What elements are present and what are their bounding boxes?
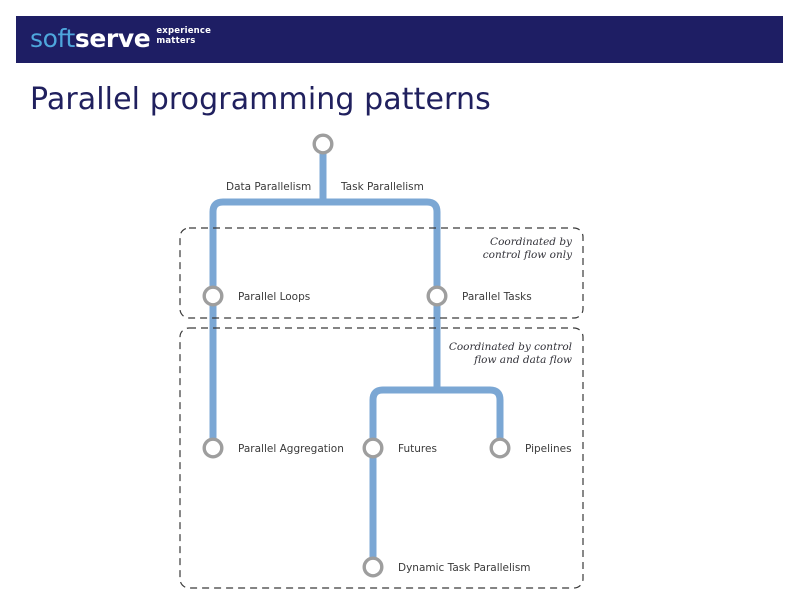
group-caption-control-flow-only-group: Coordinated by control flow only	[482, 236, 572, 261]
parallel-tasks-node[interactable]	[426, 285, 448, 307]
parallel-loops-node[interactable]	[202, 285, 224, 307]
control-flow-only-group	[179, 227, 584, 319]
futures-node[interactable]	[362, 437, 384, 459]
pipelines-node-ring	[489, 437, 511, 459]
node-label-futures: Futures	[398, 443, 437, 455]
dynamic-task-parallelism-node-ring	[362, 556, 384, 578]
edge-label-data-parallelism: Data Parallelism	[226, 181, 312, 193]
root-node[interactable]	[312, 133, 334, 155]
parallel-aggregation-node[interactable]	[202, 437, 224, 459]
header-banner: soft serve experience matters	[16, 16, 783, 63]
node-label-dynamic-task-parallelism: Dynamic Task Parallelism	[398, 562, 531, 574]
page-title: Parallel programming patterns	[30, 82, 491, 117]
dynamic-task-parallelism-node[interactable]	[362, 556, 384, 578]
node-label-parallel-aggregation: Parallel Aggregation	[238, 443, 344, 455]
connector-tasks-split	[369, 386, 504, 439]
logo-text-serve: serve	[74, 24, 151, 53]
logo-tagline: experience matters	[156, 26, 212, 46]
connector-root-split	[209, 198, 441, 287]
logo-tagline-line1: experience	[156, 26, 212, 36]
node-label-pipelines: Pipelines	[525, 443, 572, 455]
parallel-aggregation-node-ring	[202, 437, 224, 459]
root-node-ring	[312, 133, 334, 155]
control-and-data-flow-group	[179, 327, 584, 589]
logo-tagline-line2: matters	[156, 35, 196, 46]
logo-text-soft: soft	[30, 24, 75, 53]
parallel-loops-node-ring	[202, 285, 224, 307]
softserve-logo: soft serve experience matters	[30, 25, 211, 52]
group-caption-control-and-data-flow-group: Coordinated by control flow and data flo…	[448, 341, 572, 366]
futures-node-ring	[362, 437, 384, 459]
pipelines-node[interactable]	[489, 437, 511, 459]
parallel-tasks-node-ring	[426, 285, 448, 307]
node-label-parallel-loops: Parallel Loops	[238, 291, 311, 303]
edge-label-task-parallelism: Task Parallelism	[341, 181, 424, 193]
node-label-parallel-tasks: Parallel Tasks	[462, 291, 532, 303]
